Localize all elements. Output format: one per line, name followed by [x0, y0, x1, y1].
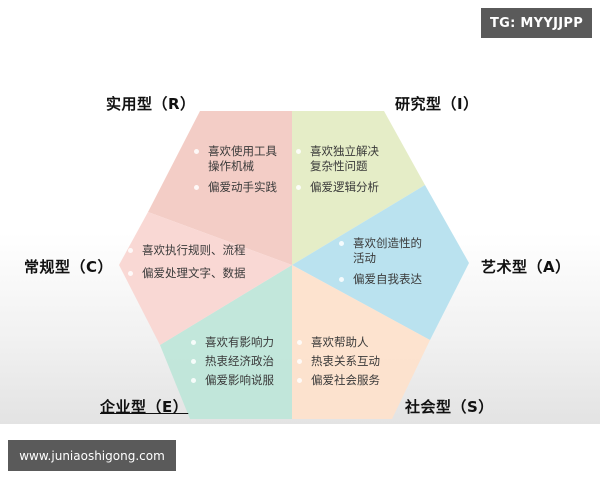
traits-investigative: 喜欢独立解决 复杂性问题 偏爱逻辑分析 — [296, 144, 379, 201]
trait-item: 偏爱逻辑分析 — [296, 180, 379, 195]
traits-artistic: 喜欢创造性的 活动 偏爱自我表达 — [339, 236, 422, 293]
trait-item: 喜欢执行规则、流程 — [128, 243, 246, 258]
label-realistic: 实用型（R） — [106, 95, 196, 113]
sector-investigative — [292, 111, 425, 265]
traits-realistic: 喜欢使用工具 操作机械 偏爱动手实践 — [194, 144, 277, 201]
trait-item: 偏爱动手实践 — [194, 180, 277, 195]
bullet-icon — [339, 241, 344, 246]
trait-item: 偏爱自我表达 — [339, 272, 422, 287]
bullet-icon — [191, 359, 196, 364]
label-artistic: 艺术型（A） — [481, 258, 571, 276]
label-social: 社会型（S） — [405, 398, 494, 416]
sector-realistic — [148, 111, 292, 265]
trait-item: 喜欢使用工具 操作机械 — [194, 144, 277, 174]
sector-conventional — [119, 212, 292, 345]
traits-conventional: 喜欢执行规则、流程 偏爱处理文字、数据 — [128, 243, 246, 287]
traits-enterprising: 喜欢有影响力 热衷经济政治 偏爱影响说服 — [191, 335, 274, 394]
bullet-icon — [128, 248, 133, 253]
label-conventional: 常规型（C） — [24, 258, 114, 276]
trait-item: 偏爱影响说服 — [191, 373, 274, 388]
trait-item: 偏爱处理文字、数据 — [128, 266, 246, 281]
hexagon-diagram — [119, 111, 469, 419]
bullet-icon — [194, 185, 199, 190]
tg-badge: TG: MYYJJPP — [481, 8, 592, 38]
bullet-icon — [191, 378, 196, 383]
trait-item: 喜欢创造性的 活动 — [339, 236, 422, 266]
bullet-icon — [191, 340, 196, 345]
bullet-icon — [297, 378, 302, 383]
bullet-icon — [128, 271, 133, 276]
sector-artistic — [292, 185, 469, 340]
bullet-icon — [297, 359, 302, 364]
trait-item: 喜欢帮助人 — [297, 335, 380, 350]
traits-social: 喜欢帮助人 热衷关系互动 偏爱社会服务 — [297, 335, 380, 394]
watermark-url: www.juniaoshigong.com — [8, 440, 176, 471]
bullet-icon — [296, 149, 301, 154]
sector-social — [292, 265, 430, 419]
holland-hexagon-image: 实用型（R） 研究型（I） 艺术型（A） 常规型（C） 企业型（E） 社会型（S… — [0, 0, 600, 424]
label-investigative: 研究型（I） — [395, 95, 479, 113]
bullet-icon — [194, 149, 199, 154]
trait-item: 喜欢独立解决 复杂性问题 — [296, 144, 379, 174]
trait-item: 喜欢有影响力 — [191, 335, 274, 350]
trait-item: 偏爱社会服务 — [297, 373, 380, 388]
bullet-icon — [296, 185, 301, 190]
trait-item: 热衷经济政治 — [191, 354, 274, 369]
bullet-icon — [339, 277, 344, 282]
label-enterprising: 企业型（E） — [100, 398, 189, 416]
trait-item: 热衷关系互动 — [297, 354, 380, 369]
bullet-icon — [297, 340, 302, 345]
